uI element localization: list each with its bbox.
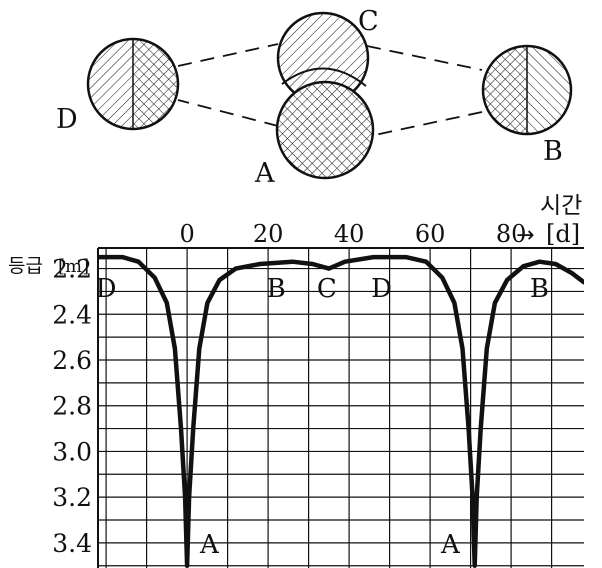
star-label-c: C bbox=[358, 6, 379, 37]
curve-annotation: D bbox=[371, 274, 392, 304]
y-tick-labels: 2.2 2.4 2.6 2.8 3.0 3.2 3.4 bbox=[52, 255, 92, 558]
y-axis-label: 등급 bbox=[8, 255, 43, 277]
chart-grid bbox=[98, 248, 584, 568]
x-axis-label: 시간 bbox=[540, 193, 582, 219]
star-d bbox=[86, 37, 180, 131]
x-axis-arrow: → bbox=[516, 223, 534, 248]
star-a bbox=[275, 67, 375, 180]
curve-annotations: D A B C D A B bbox=[96, 274, 549, 560]
x-axis-unit: [d] bbox=[546, 220, 580, 248]
star-label-d: D bbox=[56, 104, 78, 135]
star-label-a: A bbox=[254, 158, 275, 189]
curve-annotation: B bbox=[267, 274, 286, 304]
curve-annotation: C bbox=[317, 274, 337, 304]
y-tick-label: 2.2 bbox=[52, 255, 92, 284]
curve-annotation: D bbox=[96, 274, 117, 304]
curve-annotation: A bbox=[440, 530, 461, 560]
x-tick-label: 20 bbox=[253, 220, 284, 248]
y-tick-label: 2.4 bbox=[52, 300, 92, 329]
x-tick-label: 80 bbox=[496, 220, 527, 248]
y-tick-label: 2.8 bbox=[52, 392, 92, 421]
y-tick-label: 3.4 bbox=[52, 529, 92, 558]
light-curve-line bbox=[98, 254, 584, 568]
x-tick-label: 0 bbox=[179, 220, 194, 248]
x-tick-label: 40 bbox=[334, 220, 365, 248]
orbit-diagram: C D B A bbox=[56, 6, 573, 189]
orbit-path bbox=[177, 43, 483, 137]
curve-annotation: B bbox=[530, 274, 549, 304]
y-tick-label: 3.2 bbox=[52, 483, 92, 512]
x-tick-label: 60 bbox=[415, 220, 446, 248]
curve-annotation: A bbox=[199, 530, 220, 560]
star-b bbox=[481, 44, 573, 136]
star-label-b: B bbox=[543, 136, 563, 167]
y-axis-unit: [m] bbox=[58, 256, 89, 277]
light-curve-chart: 0 20 40 60 80 2.2 2.4 2.6 2.8 3.0 3.2 3.4 시간 → [d]… bbox=[8, 193, 584, 568]
y-tick-label: 3.0 bbox=[52, 437, 92, 466]
y-tick-label: 2.6 bbox=[52, 346, 92, 375]
x-tick-labels: 0 20 40 60 80 bbox=[179, 220, 526, 248]
